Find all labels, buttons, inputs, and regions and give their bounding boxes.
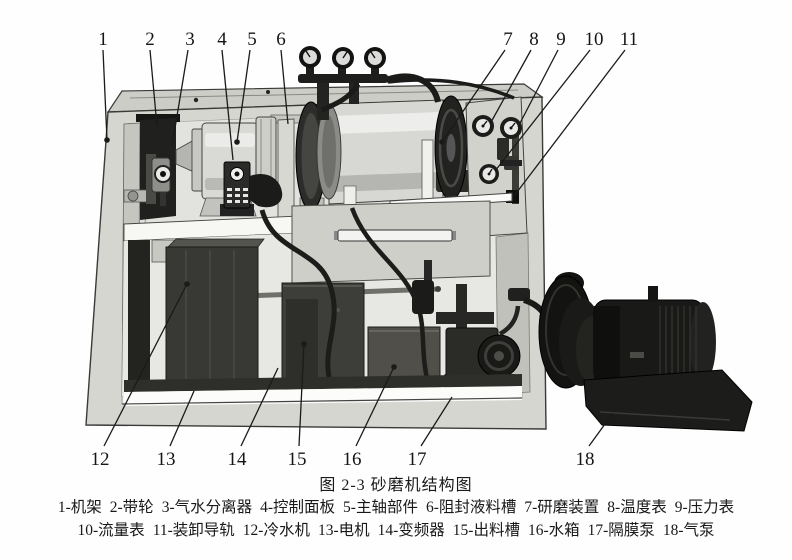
inverter-box [281,282,365,385]
callout-number-16: 16 [343,449,362,470]
legend-part-5: 5-主轴部件 [343,499,418,516]
legend-part-11: 11-装卸导轨 [152,522,235,539]
callout-line-2 [149,49,158,127]
callout-number-6: 6 [276,29,286,50]
callout-dot-7 [439,139,445,145]
callout-number-17: 17 [408,449,427,470]
callout-number-14: 14 [228,449,248,470]
callout-number-10: 10 [585,29,604,50]
callout-line-7 [441,49,506,143]
callout-line-15 [298,343,305,447]
control-panel [220,161,283,216]
callout-dot-12 [184,281,190,287]
legend-part-18: 18-气泵 [662,522,715,539]
callout-number-13: 13 [157,449,176,470]
gauge-3 [364,47,386,69]
pressure-gauge [500,117,522,139]
flow-gauge [479,164,499,184]
legend-part-13: 13-电机 [317,522,370,539]
air-pump [538,272,753,432]
legend-part-10: 10-流量表 [77,522,145,539]
gauge-1 [299,46,321,68]
callout-number-18: 18 [576,449,595,470]
callout-number-4: 4 [217,29,227,50]
callout-line-4 [221,49,234,161]
callout-line-12 [103,283,188,447]
legend-part-3: 3-气水分离器 [161,499,253,516]
callout-number-12: 12 [91,449,110,470]
gauge-2 [332,47,354,69]
callout-dot-16 [391,364,397,370]
legend-part-17: 17-隔膜泵 [587,522,655,539]
callout-line-13 [169,390,195,447]
callout-line-9 [517,49,559,128]
callout-line-11 [513,49,626,197]
legend-part-8: 8-温度表 [607,499,667,516]
callout-line-10 [494,49,591,172]
callout-dot-1 [104,137,110,143]
callout-line-1 [102,49,108,141]
callout-number-8: 8 [529,29,539,50]
cabinet-base [121,374,523,406]
legend-part-14: 14-变频器 [377,522,445,539]
air-water-separator [146,154,172,206]
callout-dot-15 [301,341,307,347]
callout-number-3: 3 [185,29,195,50]
callout-number-1: 1 [98,29,108,50]
legend-part-4: 4-控制面板 [260,499,336,516]
figure-caption-title: 图 2-3 砂磨机结构图 [319,477,473,494]
legend-part-6: 6-阻封液料槽 [425,499,517,516]
legend-part-15: 15-出料槽 [452,522,520,539]
legend-part-2: 2-带轮 [109,499,154,516]
callout-line-17 [420,396,453,447]
callout-line-18 [588,412,614,447]
hoses [259,207,432,387]
temperature-gauge [472,115,494,137]
legend-part-12: 12-冷水机 [242,522,310,539]
grinding-device [295,95,477,217]
callout-line-3 [171,49,189,147]
callout-number-15: 15 [288,449,307,470]
legend-part-9: 9-压力表 [674,499,735,516]
callout-number-5: 5 [247,29,257,50]
callout-number-9: 9 [556,29,566,50]
callout-line-8 [489,49,532,125]
chiller [165,238,265,384]
callout-line-5 [236,49,251,143]
callout-number-11: 11 [620,29,638,50]
callout-line-14 [240,367,279,447]
top-gauge-manifold [298,46,515,120]
callout-line-16 [355,366,395,447]
callout-number-2: 2 [145,29,155,50]
legend-part-1: 1-机架 [57,499,102,516]
legend-part-7: 7-研磨装置 [524,499,600,516]
callout-line-6 [280,49,289,125]
callout-dot-5 [234,139,240,145]
parts-legend-line-2: 10-流量表 11-装卸导轨 12-冷水机 13-电机 14-变频器 15-出料槽 16-水… [0,518,792,540]
callout-number-7: 7 [503,29,513,50]
legend-part-16: 16-水箱 [527,522,580,539]
parts-legend-line-1: 1-机架 2-带轮 3-气水分离器 4-控制面板 5-主轴部件 6-阻封液料槽 7-研磨装置… [0,495,792,517]
